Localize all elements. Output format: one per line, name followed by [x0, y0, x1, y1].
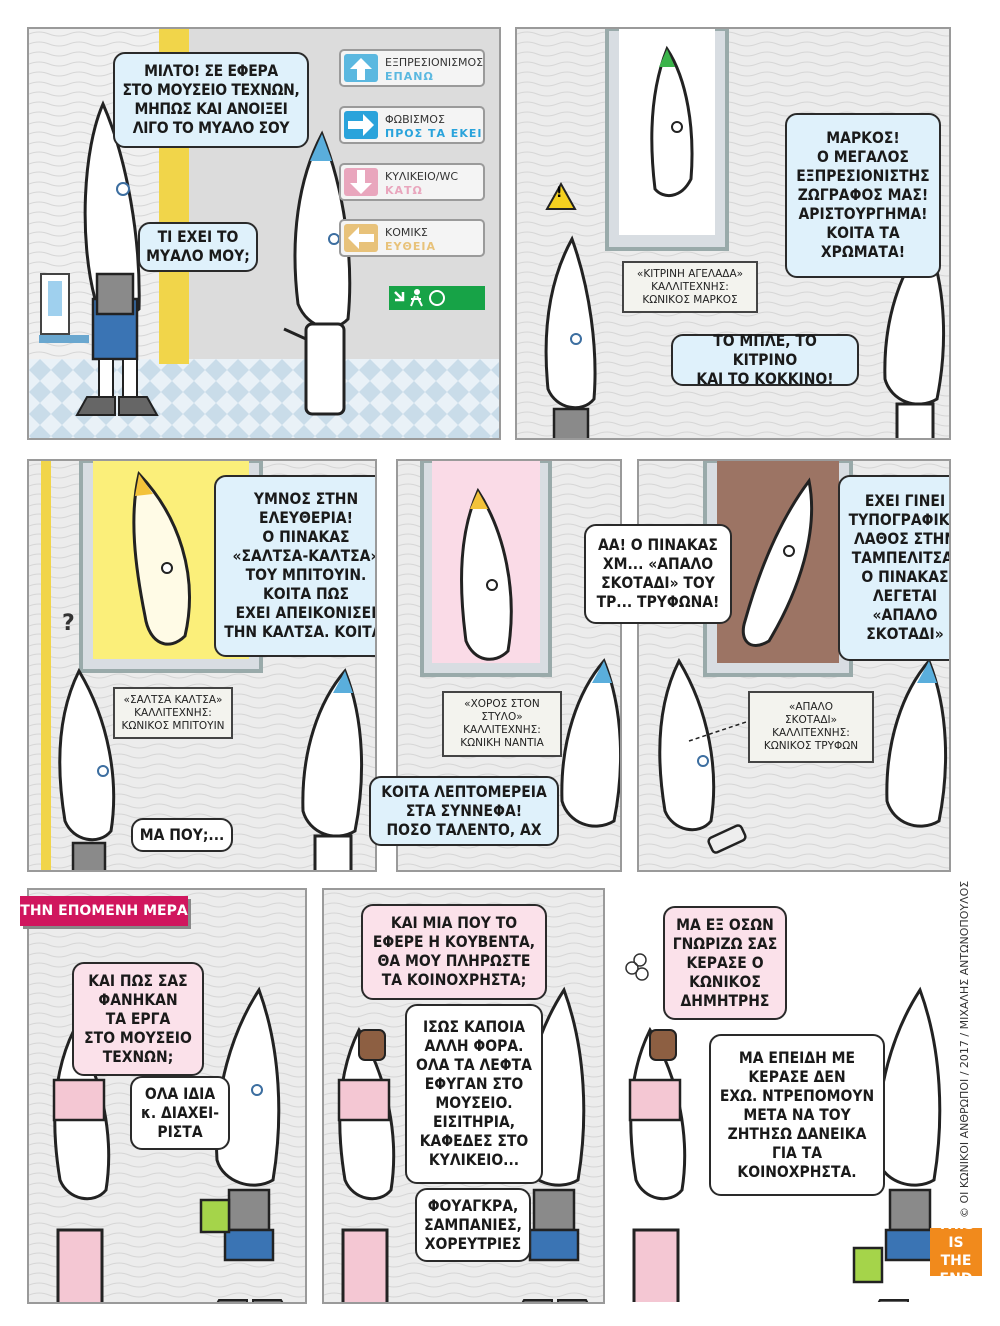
question-mark: ? — [62, 611, 75, 636]
panel-choros-ston-stylo: «ΧΟΡΟΣ ΣΤΟΝ ΣΤΥΛΟ» ΚΑΛΛΙΤΕΧΝΗΣ: ΚΩΝΙΚΗ Ν… — [396, 459, 622, 872]
sign-fauvism: ΦΩΒΙΣΜΟΣ ΠΡΟΣ ΤΑ ΕΚΕΙ — [339, 106, 485, 144]
warning-exclamation: ! — [556, 185, 563, 201]
painting-label-saltsa-kaltsa: «ΣΑΛΤΣΑ ΚΑΛΤΣΑ» ΚΑΛΛΙΤΕΧΝΗΣ: ΚΩΝΙΚΟΣ ΜΠΙ… — [113, 687, 233, 739]
caption-next-day: ΤΗΝ ΕΠΟΜΕΝΗ ΜΕΡΑ — [20, 896, 188, 926]
arrow-up-icon — [344, 54, 378, 82]
panel-5-art — [639, 461, 949, 870]
painting-label-choros-ston-stylo: «ΧΟΡΟΣ ΣΤΟΝ ΣΤΥΛΟ» ΚΑΛΛΙΤΕΧΝΗΣ: ΚΩΝΙΚΗ Ν… — [442, 691, 562, 757]
copyright-credit: © ΟΙ ΚΩΝΙΚΟΙ ΑΝΘΡΩΠΟΙ / 2017 / ΜΙΧΑΛΗΣ Α… — [958, 880, 971, 1218]
speech-bubble-ola-idia: ΟΛΑ ΙΔΙΑ κ. ΔΙΑΧΕΙ- ΡΙΣΤΑ — [130, 1076, 230, 1150]
arrow-left-icon — [344, 224, 378, 252]
panel-dimitris-treated: ΜΑ ΕΞ ΟΣΩΝ ΓΝΩΡΙΖΩ ΣΑΣ ΚΕΡΑΣΕ Ο ΚΩΝΙΚΟΣ … — [618, 888, 950, 1304]
speech-bubble-ma-ex-oswn: ΜΑ ΕΞ ΟΣΩΝ ΓΝΩΡΙΖΩ ΣΑΣ ΚΕΡΑΣΕ Ο ΚΩΝΙΚΟΣ … — [663, 906, 787, 1020]
painting-label-yellow-cow: «ΚΙΤΡΙΝΗ ΑΓΕΛΑΔΑ» ΚΑΛΛΙΤΕΧΝΗΣ: ΚΩΝΙΚΟΣ Μ… — [622, 261, 758, 313]
speech-bubble-hymnos: ΥΜΝΟΣ ΣΤΗΝ ΕΛΕΥΘΕΡΙΑ! Ο ΠΙΝΑΚΑΣ «ΣΑΛΤΣΑ-… — [214, 475, 375, 657]
sign-comics: ΚΟΜΙΚΣ ΕΥΘΕΙΑ — [339, 219, 485, 257]
panel-manager-question: ΚΑΙ ΠΩΣ ΣΑΣ ΦΑΝΗΚΑΝ ΤΑ ΕΡΓΑ ΣΤΟ ΜΟΥΣΕΙΟ … — [27, 888, 307, 1304]
sign-expressionism: ΕΞΠΡΕΣΙΟΝΙΣΜΟΣ ΕΠΑΝΩ — [339, 49, 485, 87]
painting-label-apalo-skotadi: «ΑΠΑΛΟ ΣΚΟΤΑΔΙ» ΚΑΛΛΙΤΕΧΝΗΣ: ΚΩΝΙΚΟΣ ΤΡΥ… — [748, 691, 874, 763]
speech-bubble-colors: ΤΟ ΜΠΛΕ, ΤΟ ΚΙΤΡΙΝΟ ΚΑΙ ΤΟ ΚΟΚΚΙΝΟ! — [671, 332, 859, 388]
speech-bubble-typo: ΕΧΕΙ ΓΙΝΕΙ ΤΥΠΟΓΡΑΦΙΚΟ ΛΑΘΟΣ ΣΤΗΝ ΤΑΜΠΕΛ… — [838, 475, 949, 661]
panel-common-charges: ΚΑΙ ΜΙΑ ΠΟΥ ΤΟ ΕΦΕΡΕ Η ΚΟΥΒΕΝΤΑ, ΘΑ ΜΟΥ … — [322, 888, 605, 1304]
speech-bubble-ma-pou: ΜΑ ΠΟΥ;... — [131, 818, 233, 852]
speech-bubble-isws-kapoia: ΙΣΩΣ ΚΑΠΟΙΑ ΑΛΛΗ ΦΟΡΑ. ΟΛΑ ΤΑ ΛΕΦΤΑ ΕΦΥΓ… — [405, 1004, 543, 1184]
speech-bubble-milto: ΜΙΛΤΟ! ΣΕ ΕΦΕΡΑ ΣΤΟ ΜΟΥΣΕΙΟ ΤΕΧΝΩΝ, ΜΗΠΩ… — [113, 52, 309, 148]
the-end-badge: THIS IS THE END — [930, 1217, 982, 1287]
arrow-right-icon — [344, 111, 378, 139]
panel-museum-entrance: ΜΙΛΤΟ! ΣΕ ΕΦΕΡΑ ΣΤΟ ΜΟΥΣΕΙΟ ΤΕΧΝΩΝ, ΜΗΠΩ… — [27, 27, 501, 440]
speech-bubble-aa-o-pinakas: ΑΑ! Ο ΠΙΝΑΚΑΣ ΧΜ... «ΑΠΑΛΟ ΣΚΟΤΑΔΙ» ΤΟΥ … — [584, 524, 732, 624]
running-man-icon — [394, 289, 445, 307]
arrow-down-icon — [344, 168, 378, 196]
speech-bubble-markos: ΜΑΡΚΟΣ! Ο ΜΕΓΑΛΟΣ ΕΞΠΡΕΣΙΟΝΙΣΤΗΣ ΖΩΓΡΑΦΟ… — [785, 113, 941, 278]
fire-exit-sign — [389, 286, 485, 310]
speech-bubble-pws-sas-fanikan: ΚΑΙ ΠΩΣ ΣΑΣ ΦΑΝΗΚΑΝ ΤΑ ΕΡΓΑ ΣΤΟ ΜΟΥΣΕΙΟ … — [72, 962, 204, 1076]
speech-bubble-kai-mia-pou: ΚΑΙ ΜΙΑ ΠΟΥ ΤΟ ΕΦΕΡΕ Η ΚΟΥΒΕΝΤΑ, ΘΑ ΜΟΥ … — [361, 904, 547, 1000]
panel-apalo-skotadi: ΕΧΕΙ ΓΙΝΕΙ ΤΥΠΟΓΡΑΦΙΚΟ ΛΑΘΟΣ ΣΤΗΝ ΤΑΜΠΕΛ… — [637, 459, 951, 872]
speech-bubble-ti-exei: ΤΙ ΕΧΕΙ ΤΟ ΜΥΑΛΟ ΜΟΥ; — [138, 222, 258, 272]
panel-saltsa-kaltsa: ? ΥΜΝΟΣ ΣΤΗΝ ΕΛΕΥΘΕΡΙΑ! Ο ΠΙΝΑΚΑΣ «ΣΑΛΤΣ… — [27, 459, 377, 872]
speech-bubble-ma-epeidi: ΜΑ ΕΠΕΙΔΗ ΜΕ ΚΕΡΑΣΕ ΔΕΝ ΕΧΩ. ΝΤΡΕΠΟΜΟΥΝ … — [709, 1034, 885, 1196]
sign-canteen-wc: ΚΥΛΙΚΕΙΟ/WC ΚΑΤΩ — [339, 163, 485, 201]
speech-bubble-koita-leptomereia: ΚΟΙΤΑ ΛΕΠΤΟΜΕΡΕΙΑ ΣΤΑ ΣΥΝΝΕΦΑ! ΠΟΣΟ ΤΑΛΕ… — [369, 776, 559, 846]
speech-bubble-fouagkra: ΦΟΥΑΓΚΡΑ, ΣΑΜΠΑΝΙΕΣ, ΧΟΡΕΥΤΡΙΕΣ — [415, 1188, 531, 1262]
panel-yellow-cow: ! «ΚΙΤΡΙΝΗ ΑΓΕΛΑΔΑ» ΚΑΛΛΙΤΕΧΝΗΣ: ΚΩΝΙΚΟΣ… — [515, 27, 951, 440]
